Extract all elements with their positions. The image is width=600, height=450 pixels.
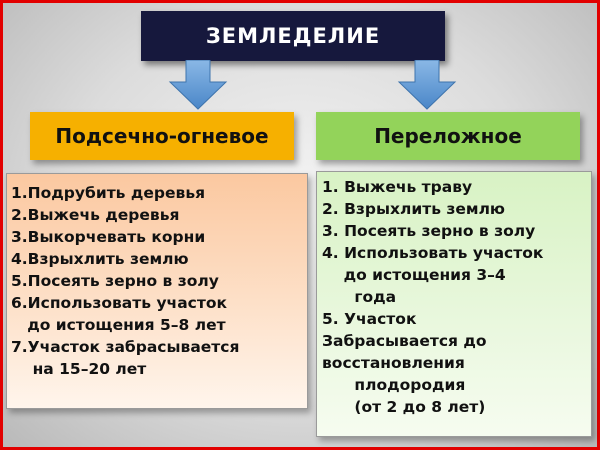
- left-list-line: 3.Выкорчевать корни: [11, 228, 206, 246]
- right-list-line: до истощения 3–4: [322, 266, 506, 284]
- right-list-line: 1. Выжечь траву: [322, 178, 473, 196]
- right-list-line: 4. Использовать участок: [322, 244, 544, 262]
- title-text: ЗЕМЛЕДЕЛИЕ: [205, 24, 381, 48]
- right-list-line: года: [322, 288, 397, 306]
- left-heading: Подсечно-огневое: [55, 124, 269, 148]
- left-list-line: 2.Выжечь деревья: [11, 206, 180, 224]
- right-heading-box: Переложное: [316, 112, 580, 160]
- left-list-line: на 15–20 лет: [11, 360, 147, 378]
- arrow-down-icon-right: [397, 60, 457, 110]
- left-steps-list: 1.Подрубить деревья 2.Выжечь деревья 3.Вык…: [6, 173, 308, 409]
- left-list-line: 4.Взрыхлить землю: [11, 250, 189, 268]
- right-list-line: (от 2 до 8 лет): [322, 398, 486, 416]
- left-list-line: 7.Участок забрасывается: [11, 338, 240, 356]
- right-heading: Переложное: [374, 124, 522, 148]
- right-list-line: 5. Участок: [322, 310, 417, 328]
- right-list-line: плодородия: [322, 376, 466, 394]
- right-list-line: 2. Взрыхлить землю: [322, 200, 506, 218]
- left-list-line: 6.Использовать участок: [11, 294, 227, 312]
- right-steps-list: 1. Выжечь траву 2. Взрыхлить землю 3. Посе…: [316, 171, 592, 437]
- left-list-line: 5.Посеять зерно в золу: [11, 272, 219, 290]
- right-list-line: Забрасывается до: [322, 332, 487, 350]
- right-list-line: 3. Посеять зерно в золу: [322, 222, 536, 240]
- left-heading-box: Подсечно-огневое: [30, 112, 294, 160]
- left-list-line: до истощения 5–8 лет: [11, 316, 226, 334]
- title-box: ЗЕМЛЕДЕЛИЕ: [141, 11, 445, 61]
- left-list-line: 1.Подрубить деревья: [11, 184, 206, 202]
- arrow-down-icon-left: [168, 60, 228, 110]
- right-list-line: восстановления: [322, 354, 465, 372]
